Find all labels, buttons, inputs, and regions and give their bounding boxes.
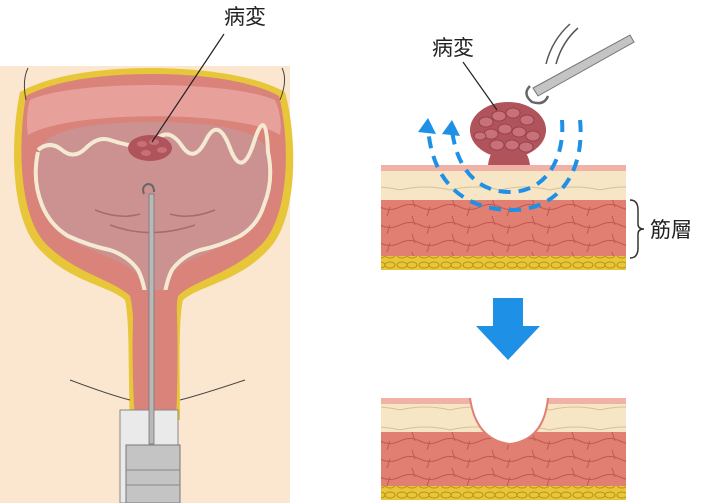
resection-crater [470, 396, 548, 444]
bladder-dome [26, 85, 281, 135]
bladder-mucosa-line [36, 123, 273, 321]
muscle-layer-label: 筋層 [650, 218, 692, 242]
resection-loop-instrument [525, 23, 635, 105]
left-lesion-label: 病変 [224, 5, 266, 29]
tissue-top-fat-layer [381, 256, 626, 270]
tissue-after-resection [381, 396, 626, 500]
resection-arrowhead-inner [442, 120, 460, 136]
resection-crater-edge [469, 397, 549, 446]
scope-shaft [148, 193, 155, 445]
resectoscope-instrument [119, 182, 181, 503]
left-lesion [128, 135, 172, 161]
left-lesion-leader-line [151, 33, 225, 143]
resection-arc-outer [426, 119, 583, 213]
muscle-layer-bracket [629, 199, 645, 259]
bladder-illustration: 病変 [0, 5, 294, 503]
resection-arrowhead-outer [418, 118, 436, 134]
resection-loop-tip [525, 85, 550, 105]
tissue-top-muscle-layer [381, 200, 626, 258]
right-lesion-label: 病変 [432, 36, 474, 60]
resection-arc-inner [450, 119, 565, 195]
tissue-bottom-fat-layer [381, 486, 626, 500]
pelvic-contour-lines [23, 67, 286, 401]
right-lesion-leader-line [462, 61, 498, 111]
urethra [132, 290, 178, 420]
motion-lines [545, 23, 579, 65]
scope-handle [125, 444, 181, 503]
bladder-mucosa-line-left [33, 151, 150, 321]
tissue-top-mucosa-band [381, 165, 626, 171]
tissue-before-resection: 病変 筋層 [381, 23, 692, 270]
scope-loop-tip [142, 182, 155, 195]
process-down-arrow [476, 298, 540, 360]
right-lesion [470, 102, 546, 165]
